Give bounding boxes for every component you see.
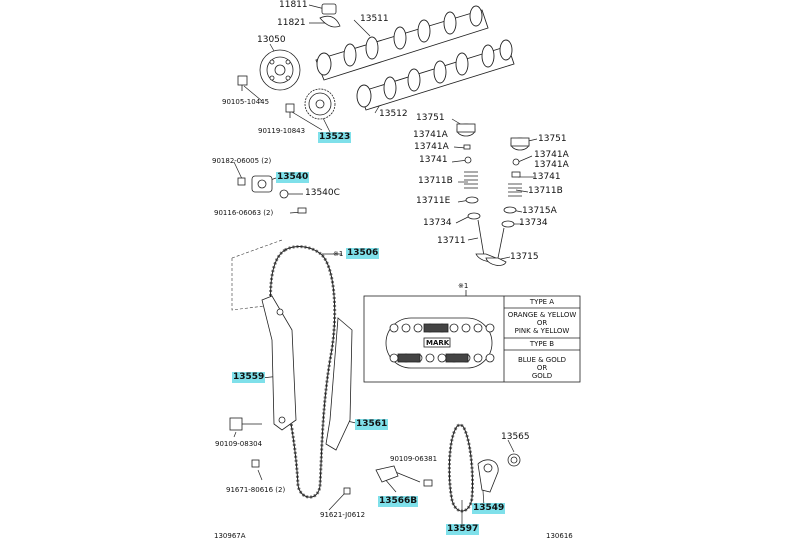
label-91671-80616: 91671-80616 (2)	[226, 486, 286, 494]
inset-type-a-desc-3: PINK & YELLOW	[514, 327, 570, 335]
diagram-code-right: 130616	[546, 532, 573, 540]
label-13734-left: 13734	[423, 218, 452, 228]
camshaft-intake	[356, 39, 515, 111]
label-13741a-right-1: 13741A	[534, 150, 569, 160]
vvt-gear	[259, 49, 301, 91]
label-13511: 13511	[360, 14, 389, 24]
label-13506-mark: ※1	[333, 250, 344, 258]
label-13734-right: 13734	[519, 218, 548, 228]
oil-pump-tensioner	[375, 453, 521, 493]
label-13741-left: 13741	[419, 155, 448, 165]
label-13741a-left-1: 13741A	[413, 130, 448, 140]
inset-type-a: TYPE A	[529, 298, 555, 306]
inset-mark-label: MARK	[426, 339, 450, 347]
label-13540c: 13540C	[305, 188, 340, 198]
inset-type-b: TYPE B	[529, 340, 555, 348]
label-11821: 11821	[277, 18, 306, 28]
valve-assembly-right	[485, 137, 530, 266]
inset-type-b-desc-1: BLUE & GOLD	[517, 356, 567, 364]
label-13561: 13561	[355, 419, 389, 430]
label-90116-06063: 90116-06063 (2)	[214, 209, 274, 217]
label-13559: 13559	[232, 372, 266, 383]
label-13715-right: 13715	[510, 252, 539, 262]
inset-type-a-desc-2: OR	[536, 319, 548, 327]
label-90119-10843: 90119-10843	[258, 127, 306, 135]
label-13711b-left: 13711B	[418, 176, 453, 186]
label-13523: 13523	[318, 132, 352, 143]
label-13751-left: 13751	[416, 113, 445, 123]
camshaft-exhaust	[315, 5, 489, 81]
diagram-code-left: 130967A	[214, 532, 246, 540]
inset-type-b-desc-2: OR	[536, 364, 548, 372]
label-13549: 13549	[472, 503, 506, 514]
chain-guides	[261, 295, 353, 451]
label-91621-j0612: 91621-J0612	[320, 511, 366, 519]
label-13711e-left: 13711E	[416, 196, 451, 206]
cam-bearing-caps	[319, 3, 341, 28]
label-11811: 11811	[279, 0, 308, 10]
oil-pump-chain	[447, 423, 474, 513]
label-13597: 13597	[446, 524, 480, 535]
label-13540: 13540	[276, 172, 310, 183]
label-13741a-right-2: 13741A	[534, 160, 569, 170]
label-90109-08304: 90109-08304	[215, 440, 263, 448]
label-90105-10445: 90105-10445	[222, 98, 270, 106]
bolts-lower	[229, 417, 433, 495]
label-13050: 13050	[257, 35, 286, 45]
bolts-upper	[237, 75, 307, 214]
label-13715a-right: 13715A	[522, 206, 557, 216]
label-13512: 13512	[379, 109, 408, 119]
label-13506: 13506	[346, 248, 380, 259]
inset-mark: ※1	[458, 282, 469, 290]
cam-sprocket	[304, 88, 336, 120]
label-13741-right: 13741	[532, 172, 561, 182]
dashed-reference-lines	[231, 239, 283, 311]
valve-assembly-left	[456, 123, 497, 262]
label-13741a-left-2: 13741A	[414, 142, 449, 152]
label-90182-06005: 90182-06005 (2)	[212, 157, 272, 165]
label-13565: 13565	[501, 432, 530, 442]
chain-tensioner	[251, 175, 289, 199]
label-13751-right: 13751	[538, 134, 567, 144]
inset-type-b-desc-3: GOLD	[531, 372, 553, 380]
inset-chain-drawing	[385, 317, 495, 369]
label-13711b-right: 13711B	[528, 186, 563, 196]
label-90109-06381: 90109-06381	[390, 455, 438, 463]
label-13566b: 13566B	[378, 496, 419, 507]
label-13711-left: 13711	[437, 236, 466, 246]
inset-type-a-desc-1: ORANGE & YELLOW	[507, 311, 577, 319]
